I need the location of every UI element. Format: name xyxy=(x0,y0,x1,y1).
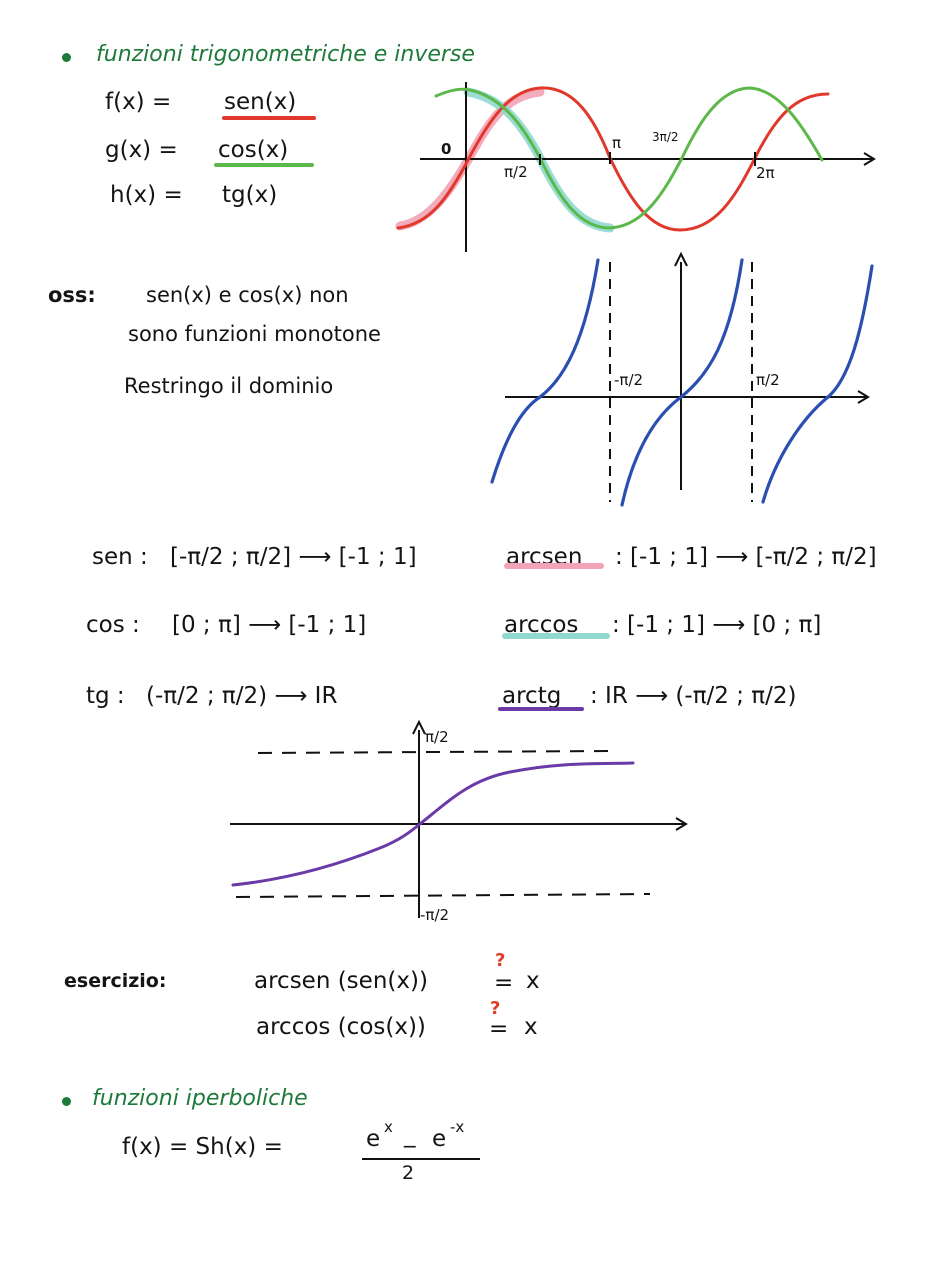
domain-cos-f: cos : xyxy=(86,612,140,638)
y-axis-2-arrow-icon xyxy=(674,251,688,267)
tan-branch-left xyxy=(490,258,600,484)
esercizio-rhs-2: x xyxy=(524,1014,538,1040)
x-axis-1-arrow-icon xyxy=(863,152,876,166)
label-bottom-neg-pi-half: -π/2 xyxy=(420,906,450,924)
fraction-exp-1: x xyxy=(384,1118,393,1136)
esercizio-label: esercizio: xyxy=(64,970,167,992)
fraction-num-e2: e xyxy=(432,1126,447,1152)
label-pi-half-1: π/2 xyxy=(504,163,528,181)
label-pi-half-2: π/2 xyxy=(756,371,780,389)
oss-line-2: sono funzioni monotone xyxy=(128,322,381,346)
oss-label: oss: xyxy=(48,283,96,307)
fraction-num-e1: e xyxy=(366,1126,381,1152)
label-2pi: 2π xyxy=(756,164,775,182)
domain-tg-map: (-π/2 ; π/2) ⟶ IR xyxy=(146,683,338,709)
sen-restriction-highlight xyxy=(395,87,545,231)
bullet-point-icon xyxy=(62,53,71,62)
y-axis-3-arrow-icon xyxy=(412,719,426,735)
oss-line-3: Restringo il dominio xyxy=(124,374,334,398)
asymptote-bottom xyxy=(235,893,651,898)
def-g-lhs: g(x) = xyxy=(105,137,178,163)
def-h-rhs: tg(x) xyxy=(222,182,278,208)
section-heading-hyperbolic: funzioni iperboliche xyxy=(92,1086,308,1111)
domain-arctg-f: arctg xyxy=(502,683,562,709)
hyperbolic-lhs: f(x) = Sh(x) = xyxy=(122,1134,283,1160)
section-heading-trig: funzioni trigonometriche e inverse xyxy=(96,42,475,67)
label-origin: 0 xyxy=(441,140,452,158)
esercizio-rhs-1: x xyxy=(526,968,540,994)
cos-underline xyxy=(214,163,314,167)
domain-arcsen-map: : [-1 ; 1] ⟶ [-π/2 ; π/2] xyxy=(615,544,877,570)
domain-sen-map: [-π/2 ; π/2] ⟶ [-1 ; 1] xyxy=(170,544,417,570)
domain-sen-f: sen : xyxy=(92,544,148,570)
oss-line-1: sen(x) e cos(x) non xyxy=(146,283,349,307)
esercizio-eq-1: = xyxy=(494,970,514,996)
question-mark-2: ? xyxy=(490,998,501,1019)
domain-arctg-map: : IR ⟶ (-π/2 ; π/2) xyxy=(590,683,797,709)
fraction-exp-2: -x xyxy=(450,1118,465,1136)
arctan-curve xyxy=(231,761,635,887)
def-g-rhs: cos(x) xyxy=(218,137,289,163)
asymptote-top xyxy=(257,750,613,754)
label-pi-1: π xyxy=(612,134,622,152)
domain-tg-f: tg : xyxy=(86,683,125,709)
bullet-point-icon xyxy=(62,1097,71,1106)
label-top-pi-half: π/2 xyxy=(425,728,449,746)
esercizio-expr-1: arcsen (sen(x)) xyxy=(254,968,428,994)
esercizio-expr-2: arccos (cos(x)) xyxy=(256,1014,426,1040)
domain-arccos-map: : [-1 ; 1] ⟶ [0 ; π] xyxy=(612,612,822,638)
question-mark-1: ? xyxy=(495,950,506,971)
x-axis-3-arrow-icon xyxy=(675,817,688,831)
label-3pi-half: 3π/2 xyxy=(652,130,679,144)
fraction-denominator: 2 xyxy=(402,1162,415,1184)
def-f-rhs: sen(x) xyxy=(224,89,297,115)
label-neg-pi-half-2: -π/2 xyxy=(614,371,644,389)
esercizio-eq-2: = xyxy=(489,1016,509,1042)
arcsen-underline xyxy=(504,563,604,569)
def-f-lhs: f(x) = xyxy=(105,89,172,115)
arccos-underline xyxy=(502,633,610,639)
fraction-minus: _ xyxy=(404,1122,416,1148)
sen-curve xyxy=(396,86,830,232)
def-h-lhs: h(x) = xyxy=(110,182,183,208)
sen-underline xyxy=(222,116,316,120)
x-axis-2-arrow-icon xyxy=(857,390,870,404)
fraction-bar xyxy=(362,1158,480,1160)
cos-curve xyxy=(434,86,824,230)
arctg-underline xyxy=(498,707,584,711)
domain-cos-map: [0 ; π] ⟶ [-1 ; 1] xyxy=(172,612,367,638)
cos-restriction-highlight xyxy=(463,87,615,233)
